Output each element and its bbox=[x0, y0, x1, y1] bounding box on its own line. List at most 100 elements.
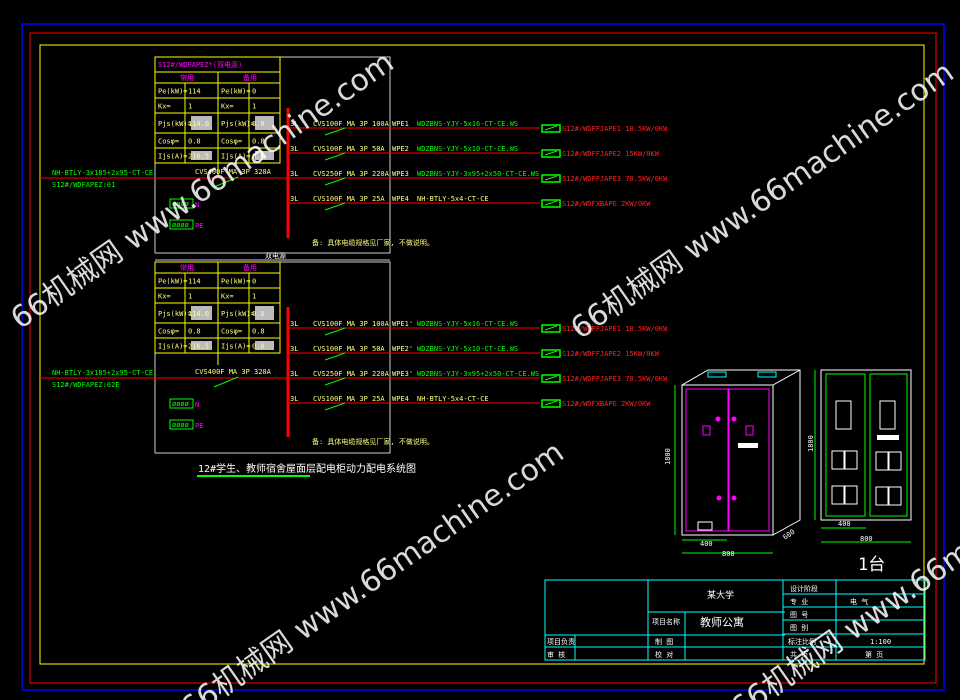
svg-text:66机械网 www.66machine.com: 66机械网 www.66machine.com bbox=[5, 45, 401, 337]
table-cell: 114 bbox=[188, 278, 201, 286]
terminal-label-pe: PE bbox=[195, 422, 203, 430]
cable-spec: WDZBNS-YJY-3x95+2x50-CT-CE.WS bbox=[417, 170, 539, 178]
breaker-label: CVS250F MA 3P 220A bbox=[313, 170, 390, 178]
phase-label: 3L bbox=[290, 145, 298, 153]
cable-spec: WDZBNS-YJY-5x10-CT-CE.WS bbox=[417, 145, 518, 153]
load-label: S12#/WDFFJAPE1 18.5KW/0KW bbox=[562, 125, 668, 133]
tb-drawing-type: 图 别 bbox=[790, 623, 808, 632]
phase-label: 3L bbox=[290, 320, 298, 328]
load-label: S12#/WDFXBAPE 2KW/0KW bbox=[562, 400, 651, 408]
table-cell: 0.8 bbox=[252, 328, 265, 336]
phase-label: 3L bbox=[290, 170, 298, 178]
cable-spec: WDZBNS-YJY-5x16-CT-CE.WS bbox=[417, 320, 518, 328]
table-cell: Kx= bbox=[158, 103, 171, 111]
value-highlight bbox=[255, 306, 274, 320]
breaker-label: CVS100F MA 3P 25A bbox=[313, 195, 385, 203]
tb-project-label: 项目名称 bbox=[652, 617, 680, 626]
terminal-label-pe: PE bbox=[195, 222, 203, 230]
table-cell: 0.0 bbox=[252, 310, 265, 318]
incoming-source: S12#/WDFAPEZ:01 bbox=[52, 181, 115, 189]
tb-review: 审 核 bbox=[547, 650, 565, 659]
value-highlight bbox=[191, 341, 212, 350]
table-cell: 1 bbox=[252, 293, 256, 301]
breaker-symbol bbox=[213, 376, 239, 388]
terminal-dots: øøøø bbox=[172, 421, 190, 429]
dim-total-width: 800 bbox=[722, 550, 735, 558]
phase-label: 3L bbox=[290, 120, 298, 128]
breaker-label: CVS100F MA 3P 100A bbox=[313, 320, 390, 328]
table-cell: 114.0 bbox=[188, 310, 209, 318]
table-cell: Pjs(kW)= bbox=[221, 310, 255, 318]
breaker-symbol bbox=[324, 377, 346, 386]
table-cell: Pe(kW)= bbox=[221, 278, 251, 286]
phase-label: 3L bbox=[290, 395, 298, 403]
cabinet-front-view bbox=[674, 369, 801, 554]
load-label: S12#/WDFFJAPE3 78.5KW/0KW bbox=[562, 375, 668, 383]
tb-page: 第 页 bbox=[865, 650, 883, 659]
table-cell: 0.0 bbox=[252, 120, 265, 128]
circuit-id: WPE3' bbox=[392, 370, 413, 378]
breaker-symbol bbox=[324, 177, 346, 186]
table-cell: Pe(kW)= bbox=[158, 278, 188, 286]
load-label: S12#/WDFFJAPE3 78.5KW/0KW bbox=[562, 175, 668, 183]
tb-design-stage: 设计阶段 bbox=[790, 584, 818, 593]
value-highlight bbox=[255, 116, 274, 130]
circuit-id: WPE1 bbox=[392, 120, 409, 128]
frame-yellow bbox=[39, 44, 925, 665]
table-cell: 114.0 bbox=[188, 120, 209, 128]
drawing-title: 12#学生、教师宿舍屋面层配电柜动力配电系统图 bbox=[198, 462, 416, 475]
terminal-dots: øøøø bbox=[172, 221, 190, 229]
table-cell: 1 bbox=[188, 103, 192, 111]
load-terminal-mark bbox=[544, 375, 558, 381]
load-terminal bbox=[541, 174, 561, 183]
table-cell: Pe(kW)= bbox=[158, 88, 188, 96]
load-terminal-mark bbox=[544, 350, 558, 356]
circuit-id: WPE2 bbox=[392, 145, 409, 153]
dim-height: 1800 bbox=[664, 448, 672, 465]
tb-drafting: 制 图 bbox=[655, 637, 673, 646]
table-cell: 0.8 bbox=[252, 138, 265, 146]
table-cell: Pjs(kW)= bbox=[221, 120, 255, 128]
cable-spec: WDZBNS-YJY-5x16-CT-CE.WS bbox=[417, 120, 518, 128]
value-highlight bbox=[191, 151, 212, 160]
panel-box-lower bbox=[154, 261, 391, 454]
table-cell: 1 bbox=[252, 103, 256, 111]
load-terminal bbox=[541, 349, 561, 358]
load-label: S12#/WDFFJAPE2 15KW/0KW bbox=[562, 150, 660, 158]
panel-title: S12#/WDFAPEZ*(双电源) bbox=[158, 60, 242, 69]
table-cell: Pjs(kW)= bbox=[158, 120, 192, 128]
value-highlight bbox=[191, 116, 212, 130]
load-terminal-mark bbox=[544, 175, 558, 181]
breaker-symbol bbox=[324, 127, 346, 136]
table-cell: Kx= bbox=[158, 293, 171, 301]
load-terminal-mark bbox=[544, 400, 558, 406]
phase-label: 3L bbox=[290, 195, 298, 203]
tb-check: 校 对 bbox=[655, 650, 673, 659]
breaker-label: CVS100F MA 3P 100A bbox=[313, 120, 390, 128]
breaker-label: CVS100F MA 3P 50A bbox=[313, 145, 385, 153]
incoming-cable: NH-BTLY-3x185+2x95-CT-CE bbox=[52, 169, 153, 177]
load-label: S12#/WDFFJAPE2 15KW/0KW bbox=[562, 350, 660, 358]
load-terminal bbox=[541, 399, 561, 408]
tb-project-lead: 项目负责 bbox=[547, 637, 575, 646]
cable-spec: NH-BTLY-5x4-CT-CE bbox=[417, 195, 489, 203]
table-cell: 216.5 bbox=[188, 343, 209, 351]
load-terminal-mark bbox=[544, 325, 558, 331]
cable-spec: NH-BTLY-5x4-CT-CE bbox=[417, 395, 489, 403]
table-cell: 114 bbox=[188, 88, 201, 96]
note: 备: 具体电缆规格见厂家, 不做说明。 bbox=[312, 437, 434, 446]
circuit-id: WPE3 bbox=[392, 170, 409, 178]
cable-spec: WDZBNS-YJY-5x10-CT-CE.WS bbox=[417, 345, 518, 353]
table-cell: Ijs(A)= bbox=[158, 153, 188, 161]
note: 备: 具体电缆规格见厂家, 不做说明。 bbox=[312, 238, 434, 247]
table-cell: Ijs(A)= bbox=[221, 153, 251, 161]
tb-school: 某大学 bbox=[707, 589, 734, 601]
table-cell: 0 bbox=[252, 88, 256, 96]
terminal-dots: øøøø bbox=[172, 200, 190, 208]
load-terminal bbox=[541, 124, 561, 133]
load-terminal bbox=[541, 149, 561, 158]
table-cell: Kx= bbox=[221, 293, 234, 301]
terminal-bar bbox=[169, 398, 194, 409]
tb-scale: 1:100 bbox=[870, 638, 891, 646]
